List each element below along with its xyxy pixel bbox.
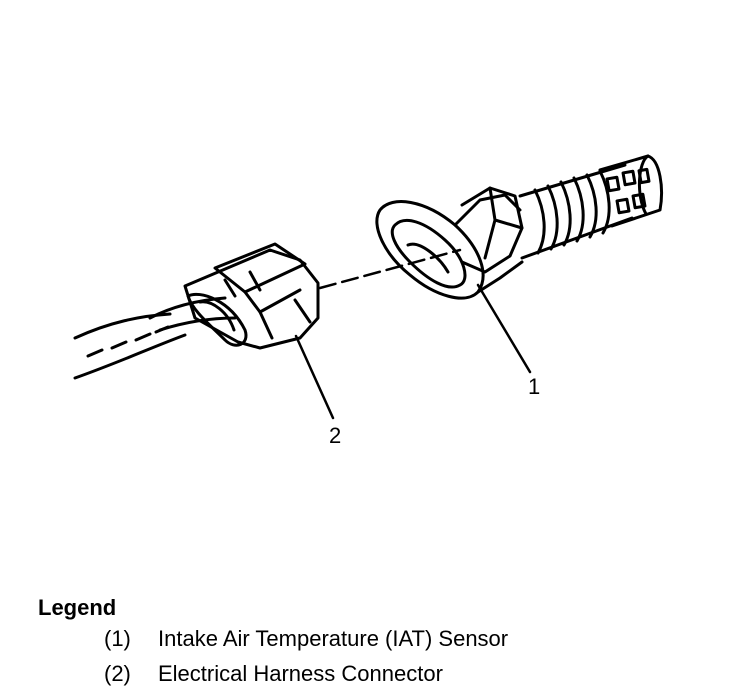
legend-item-number: (1)	[104, 626, 131, 651]
legend-item-label: Intake Air Temperature (IAT) Sensor	[158, 626, 509, 651]
leader-line-1	[476, 283, 532, 374]
iat-sensor	[375, 154, 663, 300]
legend: Legend (1) Intake Air Temperature (IAT) …	[38, 595, 728, 691]
harness-connector	[183, 242, 320, 350]
callout-number-1: 1	[528, 374, 541, 399]
legend-title: Legend	[38, 595, 117, 620]
leader-line-2	[294, 334, 335, 420]
legend-item-number: (2)	[104, 661, 131, 686]
legend-item: (1) Intake Air Temperature (IAT) Sensor	[104, 621, 728, 656]
iat-sensor-illustration	[73, 154, 663, 420]
legend-item: (2) Electrical Harness Connector	[104, 656, 728, 691]
wire-harness	[73, 296, 237, 380]
callout-number-2: 2	[329, 423, 342, 448]
legend-item-label: Electrical Harness Connector	[158, 661, 443, 686]
